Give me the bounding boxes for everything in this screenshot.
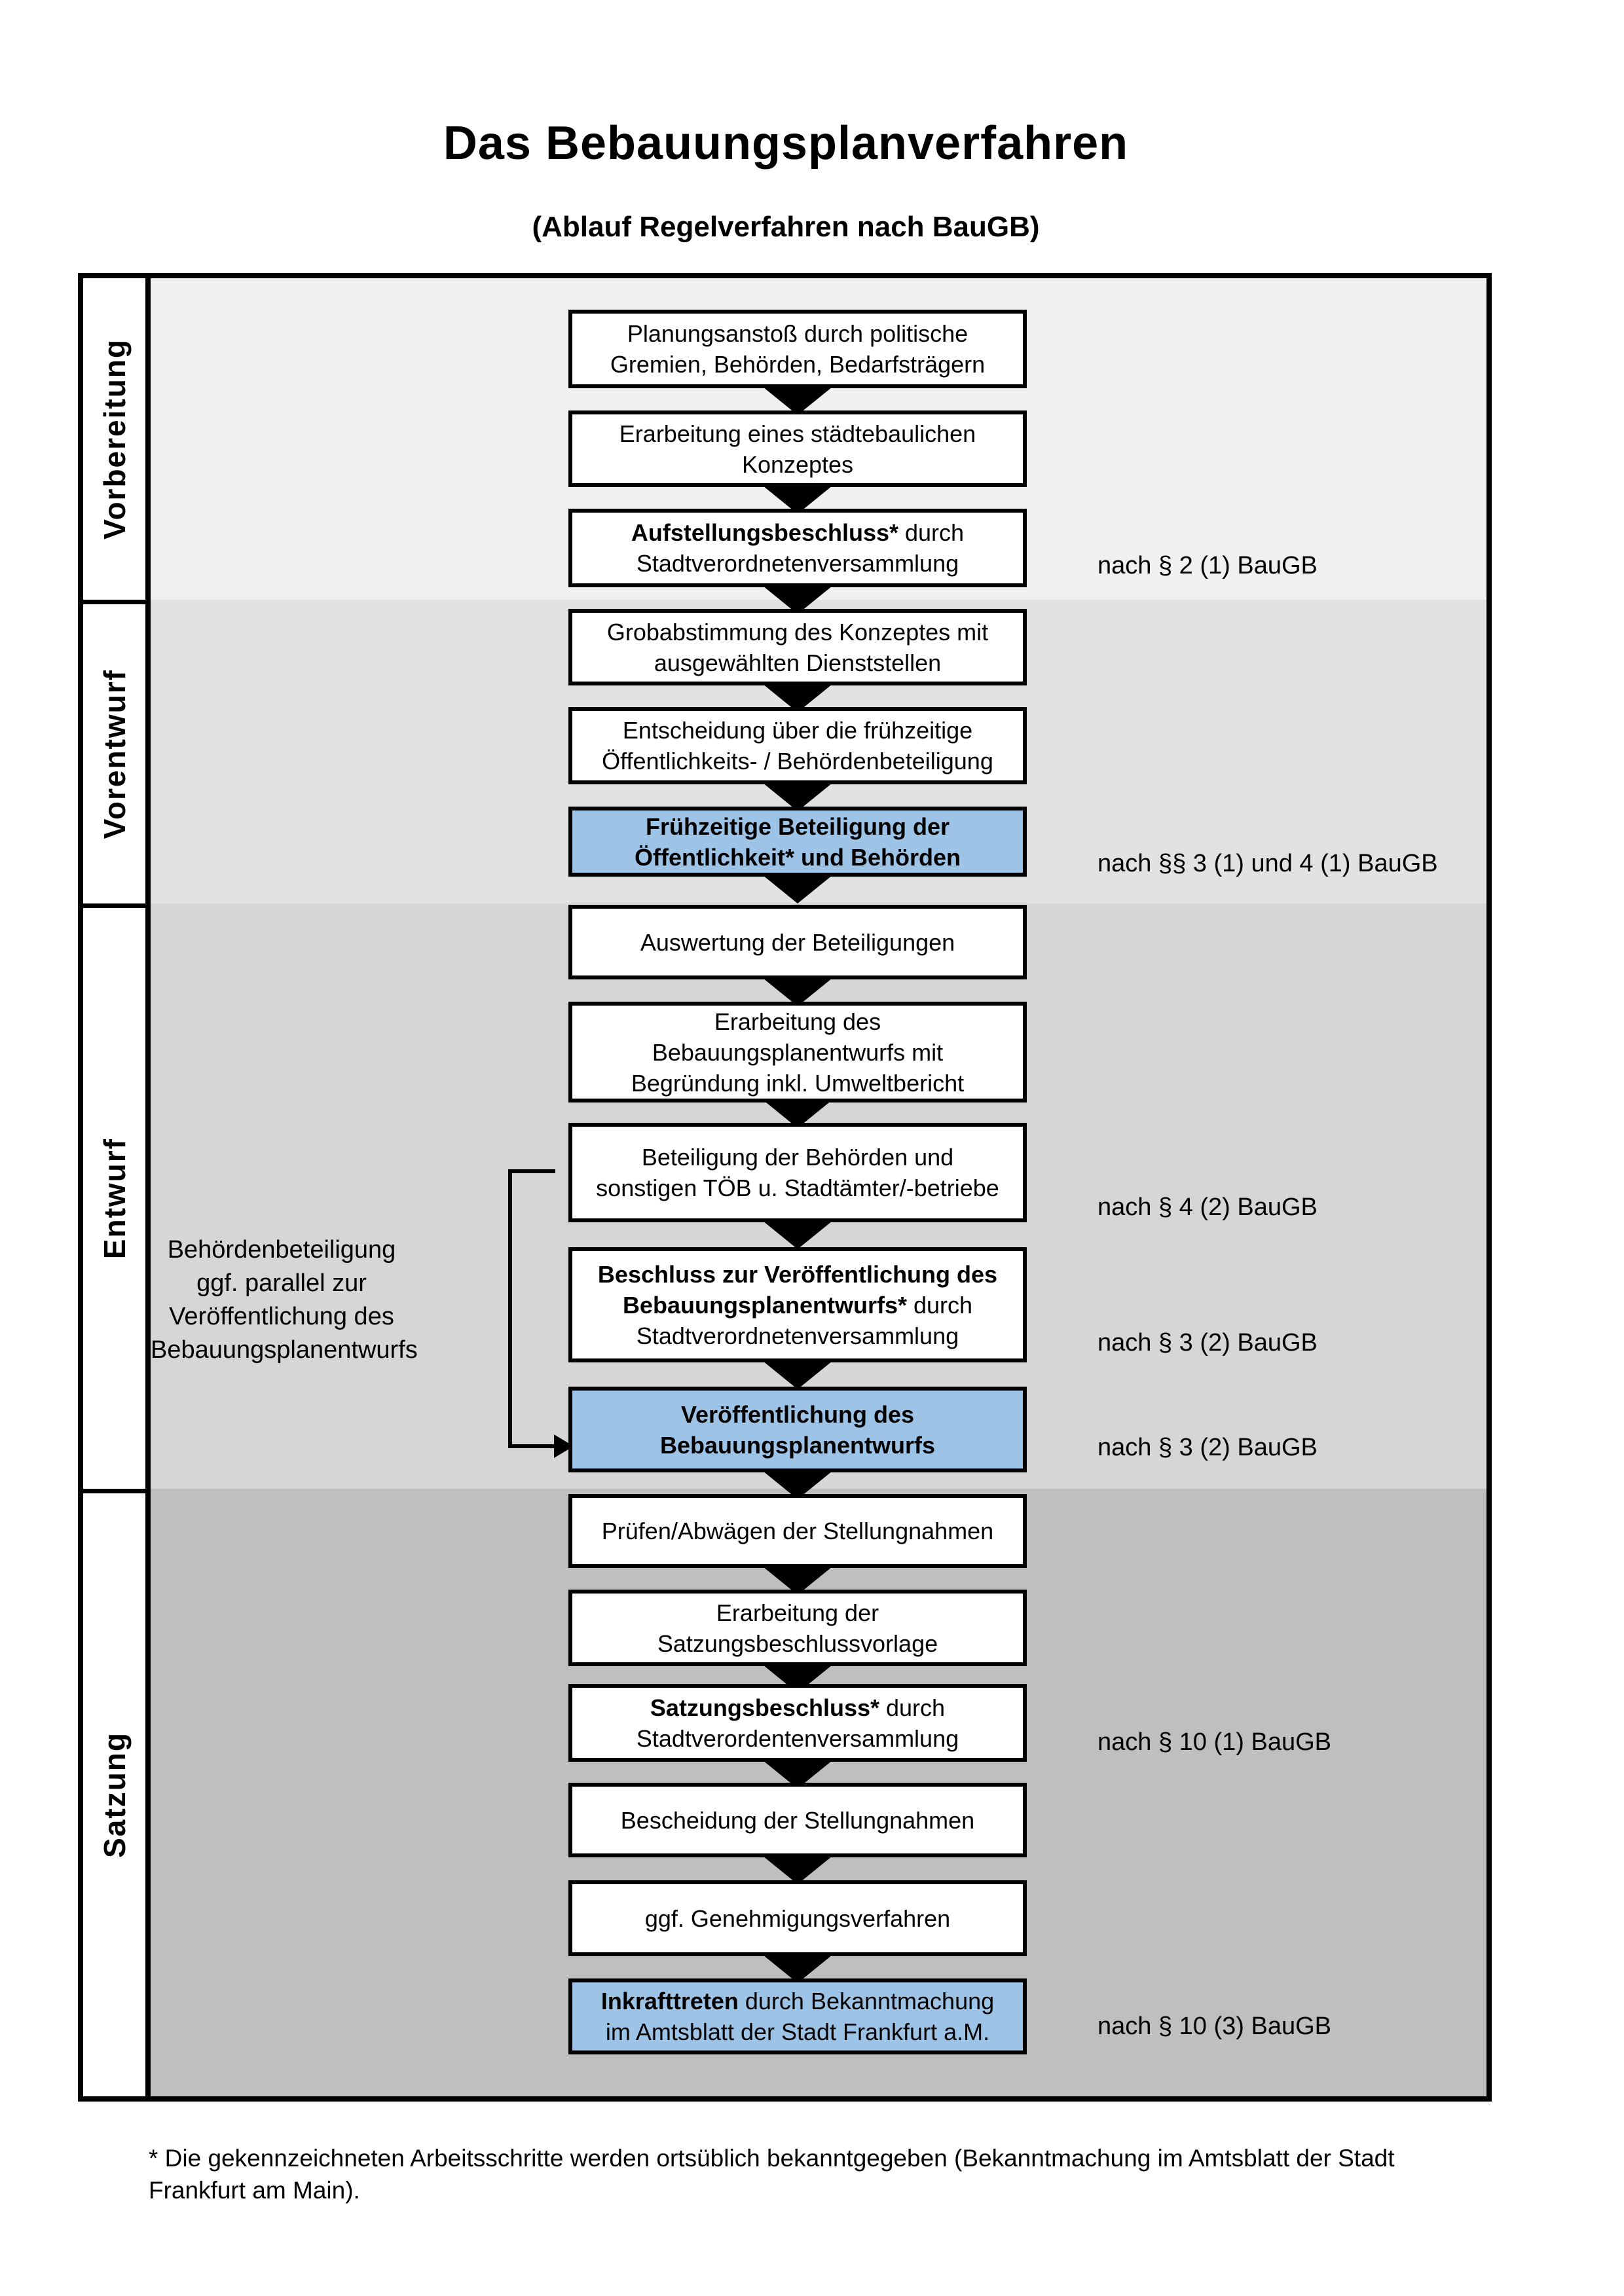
box-text-bold: Aufstellungsbeschluss* xyxy=(631,519,899,546)
flow-box-pruefen-abwaegen: Prüfen/Abwägen der Stellungnahmen xyxy=(568,1494,1027,1568)
flow-box-satzungsbeschlussvorlage: Erarbeitung der Satzungsbeschlussvorlage xyxy=(568,1590,1027,1666)
flow-arrow-down-icon xyxy=(763,387,832,415)
section-label-cell: Vorbereitung xyxy=(83,278,151,600)
box-text-line: Bebauungsplanentwurfs* durch xyxy=(623,1290,972,1321)
box-text-line: Veröffentlichung des xyxy=(680,1400,915,1428)
flow-box-beschluss-veroeffentlichung: Beschluss zur Veröffentlichung des Bebau… xyxy=(568,1247,1027,1362)
box-text-line: ggf. Genehmigungsverfahren xyxy=(644,1904,951,1932)
box-text-rest: durch Bekanntmachung xyxy=(738,1988,995,2014)
box-text-line: Bebauungsplanentwurfs mit xyxy=(652,1038,944,1066)
box-text-line: Beschluss zur Veröffentlichung des xyxy=(598,1259,997,1290)
section-label-vorbereitung: Vorbereitung xyxy=(97,338,132,539)
box-text-line: Auswertung der Beteiligungen xyxy=(640,928,955,956)
flow-box-inkrafttreten: Inkrafttreten durch Bekanntmachung im Am… xyxy=(568,1978,1027,2054)
box-text-bold: Bebauungsplanentwurfs* xyxy=(622,1291,907,1319)
box-text-line: Aufstellungsbeschluss* durch xyxy=(631,517,964,548)
box-text-line: Gremien, Behörden, Bedarfsträgern xyxy=(610,351,986,378)
box-text-line: Stadtverordnetenversammlung xyxy=(636,1322,959,1349)
flow-arrow-down-icon xyxy=(763,1955,832,1983)
box-text-line: Prüfen/Abwägen der Stellungnahmen xyxy=(601,1518,994,1544)
footnote-line: Frankfurt am Main). xyxy=(149,2177,360,2204)
legal-ref-annotation: nach §§ 3 (1) und 4 (1) BauGB xyxy=(1098,850,1438,877)
bracket-connector-top xyxy=(508,1169,555,1173)
side-note-behoerdenbeteiligung: Behördenbeteiligung ggf. parallel zur Ve… xyxy=(151,1233,418,1367)
box-text-line: Erarbeitung des xyxy=(714,1008,881,1035)
flow-box-auswertung-beteiligungen: Auswertung der Beteiligungen xyxy=(568,905,1027,979)
box-text-line: Grobabstimmung des Konzeptes mit xyxy=(606,618,989,646)
flow-box-satzungsbeschluss: Satzungsbeschluss* durch Stadtverordente… xyxy=(568,1684,1027,1762)
footnote: * Die gekennzeichneten Arbeitsschritte w… xyxy=(149,2142,1550,2206)
box-text-bold: Inkrafttreten xyxy=(600,1988,739,2014)
page-title: Das Bebauungsplanverfahren xyxy=(443,117,1129,170)
bracket-connector-bottom xyxy=(508,1444,555,1448)
legal-ref-annotation: nach § 10 (1) BauGB xyxy=(1098,1728,1331,1756)
box-text-line: Öffentlichkeits- / Behördenbeteiligung xyxy=(602,748,993,774)
box-text-line: Inkrafttreten durch Bekanntmachung xyxy=(601,1986,994,2016)
box-text-line: Frühzeitige Beteiligung der xyxy=(645,812,950,840)
side-note-line: ggf. parallel zur xyxy=(196,1269,367,1297)
flow-box-grobabstimmung: Grobabstimmung des Konzeptes mit ausgewä… xyxy=(568,609,1027,685)
legal-ref-annotation: nach § 4 (2) BauGB xyxy=(1098,1194,1318,1221)
box-text-line: Erarbeitung der xyxy=(716,1599,879,1626)
box-text-line: sonstigen TÖB u. Stadtämter/-betriebe xyxy=(596,1175,999,1201)
legal-ref-annotation: nach § 10 (3) BauGB xyxy=(1098,2013,1331,2040)
flow-arrow-down-icon xyxy=(763,978,832,1006)
box-text-line: Planungsanstoß durch politische xyxy=(627,320,969,347)
box-text-line: Öffentlichkeit* und Behörden xyxy=(634,843,961,871)
box-text-line: Begründung inkl. Umweltbericht xyxy=(631,1069,965,1097)
flow-box-veroeffentlichung-entwurf: Veröffentlichung des Bebauungsplanentwur… xyxy=(568,1387,1027,1472)
section-label-cell: Vorentwurf xyxy=(83,600,151,903)
box-text-rest: durch xyxy=(906,1291,973,1319)
page-subtitle: (Ablauf Regelverfahren nach BauGB) xyxy=(532,211,1040,243)
footnote-line: * Die gekennzeichneten Arbeitsschritte w… xyxy=(149,2145,1395,2172)
flow-box-fruehzeitige-beteiligung: Frühzeitige Beteiligung der Öffentlichke… xyxy=(568,807,1027,877)
box-text-line: Konzeptes xyxy=(741,450,854,478)
flow-arrow-down-icon xyxy=(763,1856,832,1884)
side-note-line: Veröffentlichung des xyxy=(169,1303,394,1330)
section-label-satzung: Satzung xyxy=(97,1732,132,1858)
box-text-line: Stadtverordentenversammlung xyxy=(636,1724,959,1752)
box-text-bold: Satzungsbeschluss* xyxy=(650,1694,880,1721)
box-text-line: Entscheidung über die frühzeitige xyxy=(622,717,973,744)
box-text-line: Erarbeitung eines städtebaulichen xyxy=(619,420,976,447)
flow-box-bescheidung-stellungnahmen: Bescheidung der Stellungnahmen xyxy=(568,1783,1027,1857)
flow-box-entscheidung-fruehzeitige-beteiligung: Entscheidung über die frühzeitige Öffent… xyxy=(568,707,1027,784)
box-text-rest: durch xyxy=(898,519,965,546)
flow-box-staedtebauliches-konzept: Erarbeitung eines städtebaulichen Konzep… xyxy=(568,410,1027,487)
legal-ref-annotation: nach § 3 (2) BauGB xyxy=(1098,1329,1318,1357)
section-label-cell: Satzung xyxy=(83,1489,151,2096)
bracket-connector-vertical xyxy=(508,1169,512,1448)
box-text-line: Stadtverordnetenversammlung xyxy=(636,550,959,577)
flow-arrow-down-icon xyxy=(763,1361,832,1389)
flow-arrow-down-icon xyxy=(763,1221,832,1249)
flow-arrow-down-icon xyxy=(763,875,832,903)
side-note-line: Bebauungsplanentwurfs xyxy=(151,1336,418,1364)
box-text-rest: durch xyxy=(879,1694,946,1721)
box-text-line: im Amtsblatt der Stadt Frankfurt a.M. xyxy=(605,2018,990,2045)
legal-ref-annotation: nach § 3 (2) BauGB xyxy=(1098,1434,1318,1461)
flow-box-erarbeitung-bebauungsplanentwurf: Erarbeitung des Bebauungsplanentwurfs mi… xyxy=(568,1002,1027,1102)
flow-box-planungsanstoss: Planungsanstoß durch politische Gremien,… xyxy=(568,310,1027,388)
flow-box-aufstellungsbeschluss: Aufstellungsbeschluss* durch Stadtverord… xyxy=(568,509,1027,587)
box-text-bold: Beschluss zur Veröffentlichung des xyxy=(597,1260,998,1288)
flow-box-genehmigungsverfahren: ggf. Genehmigungsverfahren xyxy=(568,1880,1027,1956)
side-note-line: Behördenbeteiligung xyxy=(167,1236,396,1264)
box-text-line: Satzungsbeschlussvorlage xyxy=(657,1630,938,1657)
flow-arrow-down-icon xyxy=(763,783,832,811)
section-label-cell: Entwurf xyxy=(83,903,151,1489)
box-text-line: Bescheidung der Stellungnahmen xyxy=(620,1806,975,1834)
box-text-line: Beteiligung der Behörden und xyxy=(641,1144,954,1171)
legal-ref-annotation: nach § 2 (1) BauGB xyxy=(1098,552,1318,579)
section-label-entwurf: Entwurf xyxy=(97,1137,132,1260)
flow-box-behoerdenbeteiligung-toeb: Beteiligung der Behörden und sonstigen T… xyxy=(568,1123,1027,1222)
box-text-line: Bebauungsplanentwurfs xyxy=(659,1431,936,1459)
section-label-vorentwurf: Vorentwurf xyxy=(97,668,132,839)
box-text-line: Satzungsbeschluss* durch xyxy=(650,1692,945,1723)
box-text-line: ausgewählten Dienststellen xyxy=(654,649,942,676)
